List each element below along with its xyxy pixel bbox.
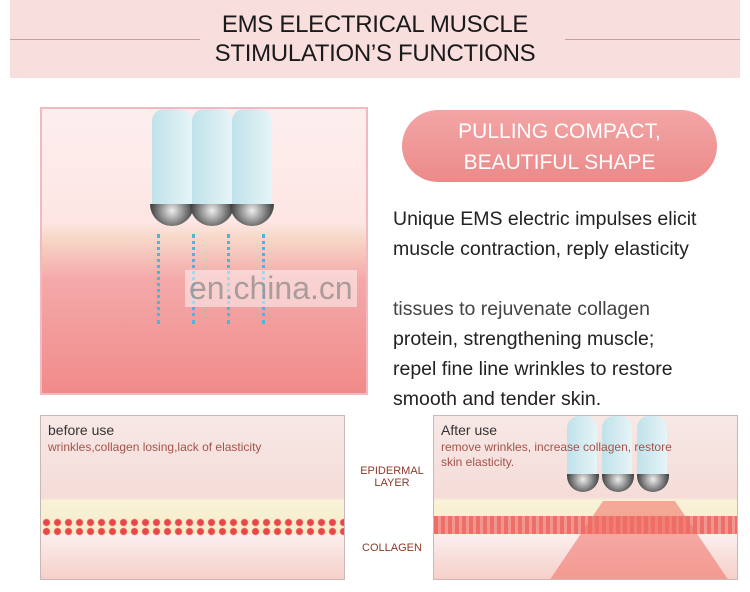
header-band [10,0,740,78]
collagen-dots [41,518,344,536]
electrode-ball [190,204,234,226]
ems-device-illustration [40,107,368,395]
label-line: EPIDERMAL [360,465,424,477]
feature-pill: PULLING COMPACT, BEAUTIFUL SHAPE [402,110,717,182]
current-wave [227,234,233,324]
description-line: repel fine line wrinkles to restore [393,358,673,380]
collagen-label: COLLAGEN [362,542,422,554]
stimulation-cone [549,501,729,579]
title-line-2: STIMULATION’S FUNCTIONS [214,40,536,67]
page-title: EMS ELECTRICAL MUSCLE STIMULATION’S FUNC… [0,10,750,68]
description-line: Unique EMS electric impulses elicit [393,208,697,230]
before-use-panel: before use wrinkles,collagen losing,lack… [40,415,345,580]
device-arm [602,416,632,474]
current-wave [157,234,163,324]
watermark: en.china.cn [185,270,357,307]
current-wave [262,234,268,324]
device-arm [567,416,597,474]
description-line: tissues to rejuvenate collagen [393,298,650,320]
description-line: muscle contraction, reply elasticity [393,238,689,260]
device-arm [637,416,667,474]
pill-line-2: BEAUTIFUL SHAPE [463,151,656,174]
electrode-ball [230,204,274,226]
label-line: LAYER [374,477,410,489]
device-arm [152,109,192,204]
description-line: smooth and tender skin. [393,388,602,410]
after-caption: remove wrinkles, increase collagen, rest… [441,440,672,469]
before-title: before use [48,422,115,438]
title-line-1: EMS ELECTRICAL MUSCLE [221,11,529,38]
after-use-panel: After use remove wrinkles, increase coll… [433,415,738,580]
header-divider-left [10,39,200,40]
current-wave [192,234,198,324]
header-divider-right [565,39,740,40]
epidermal-layer-label: EPIDERMAL LAYER [352,465,432,489]
description-line: protein, strengthening muscle; [393,328,655,350]
electrode-ball [637,474,669,492]
electrode-ball [602,474,634,492]
feature-description: Unique EMS electric impulses elicit musc… [393,204,730,414]
device-arm [192,109,232,204]
pill-line-1: PULLING COMPACT, [458,120,661,143]
device-arm [232,109,272,204]
before-caption: wrinkles,collagen losing,lack of elastic… [48,440,262,454]
electrode-ball [567,474,599,492]
electrode-ball [150,204,194,226]
after-title: After use [441,422,498,438]
